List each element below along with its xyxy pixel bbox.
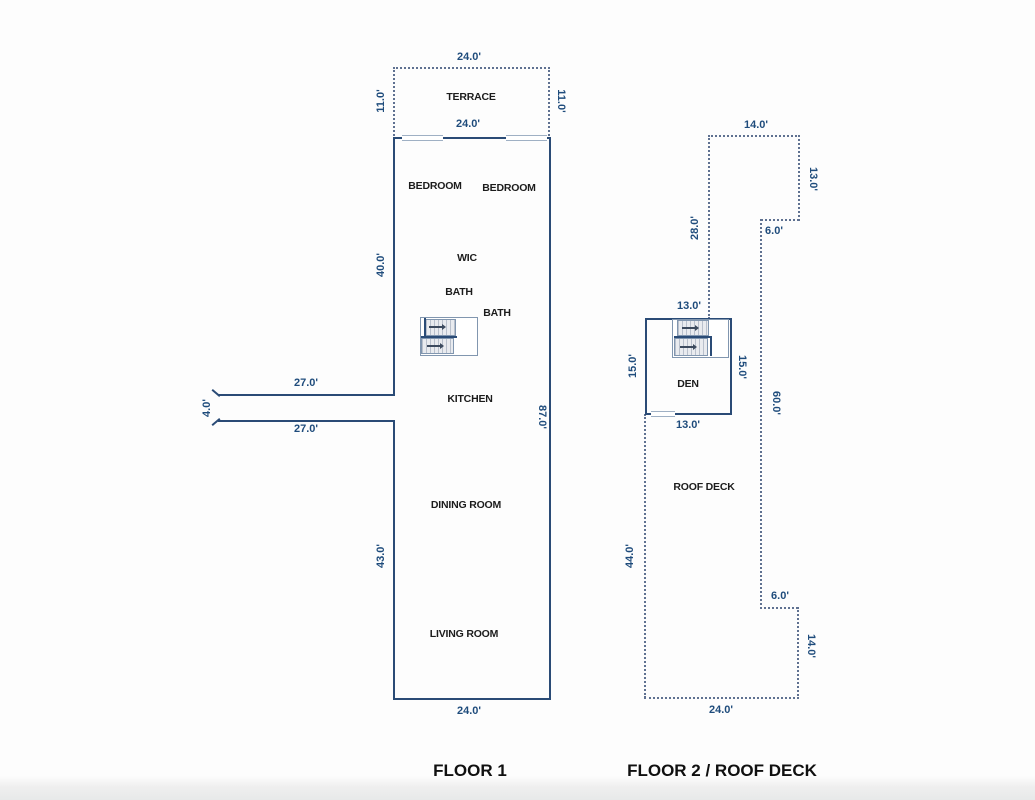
footer-shadow-band <box>0 776 1035 800</box>
floor2-title: FLOOR 2 / ROOF DECK <box>627 761 817 780</box>
stairs-treads-upper <box>425 319 456 336</box>
stairs-direction-arrow <box>427 343 444 348</box>
floor2-dimension-44-0-11: 44.0' <box>624 543 636 569</box>
floor1-dimension-24-0-0: 24.0' <box>456 51 482 63</box>
floor2-dimension-15-0-6: 15.0' <box>736 354 748 380</box>
floor1-outline <box>393 137 551 700</box>
corridor-wall-bottom <box>218 420 395 422</box>
floor2-dimension-24-0-14: 24.0' <box>708 704 734 716</box>
floor2-dimension-14-0-0: 14.0' <box>743 119 769 131</box>
floor1-dimension-43-0-17: 43.0' <box>375 543 387 569</box>
floor1-dimension-24-0-19: 24.0' <box>456 705 482 717</box>
roofdeck-edge-step-upper <box>761 219 799 221</box>
stairs-direction-arrow <box>680 344 697 349</box>
floor2-dimension-13-0-4: 13.0' <box>676 300 702 312</box>
roofdeck-edge-left-upper <box>708 135 710 319</box>
floor2-dimension-60-0-9: 60.0' <box>770 390 782 416</box>
corridor-wall-top <box>218 394 395 396</box>
floor2-room-label-roof-deck-10: ROOF DECK <box>673 481 735 493</box>
floor2-dimension-13-0-8: 13.0' <box>675 419 701 431</box>
roofdeck-edge-step-lower <box>760 607 798 609</box>
floor1-room-label-terrace-3: TERRACE <box>446 91 496 103</box>
roofdeck-edge-top <box>708 135 800 137</box>
floor2-dimension-13-0-1: 13.0' <box>807 166 819 192</box>
roofdeck-edge-right-upper <box>798 135 800 221</box>
floor1-room-label-bedroom-5: BEDROOM <box>408 180 462 192</box>
floor1-dimension-11-0-2: 11.0' <box>555 89 567 113</box>
den-stairs-divider <box>710 338 712 356</box>
floor1-dimension-87-0-15: 87.0' <box>536 404 548 430</box>
floor1-room-label-kitchen-14: KITCHEN <box>447 393 493 405</box>
corridor-opening <box>391 396 397 420</box>
floor1-room-label-bath-10: BATH <box>483 307 511 319</box>
stairs-direction-arrow <box>429 324 446 329</box>
floor1-dimension-27-0-13: 27.0' <box>293 423 319 435</box>
floor2-dimension-14-0-13: 14.0' <box>805 633 817 659</box>
floor1-room-label-bath-9: BATH <box>445 286 473 298</box>
floor1-room-label-wic-8: WIC <box>457 252 477 264</box>
floor1-dimension-24-0-4: 24.0' <box>455 118 481 130</box>
roofdeck-edge-right-middle <box>760 219 762 609</box>
floor1-room-label-living-room-18: LIVING ROOM <box>429 628 499 640</box>
floor2-dimension-15-0-5: 15.0' <box>627 353 639 379</box>
floor1-dimension-11-0-1: 11.0' <box>375 89 387 113</box>
den-stairs-divider <box>674 336 712 338</box>
stairs-divider <box>424 318 426 337</box>
stairs-divider <box>421 336 457 338</box>
roofdeck-edge-bottom <box>644 697 799 699</box>
window-mark <box>402 135 443 141</box>
dimension-tick <box>211 389 221 397</box>
floor1-room-label-bedroom-6: BEDROOM <box>482 182 536 194</box>
floor1-dimension-27-0-11: 27.0' <box>293 377 319 389</box>
floor1-room-label-dining-room-16: DINING ROOM <box>430 499 502 511</box>
stairs-direction-arrow <box>682 325 699 330</box>
floor1-title: FLOOR 1 <box>433 761 507 780</box>
roofdeck-edge-right-lower <box>797 607 799 699</box>
floor2-dimension-6-0-3: 6.0' <box>765 225 783 237</box>
floor1-dimension-4-0-12: 4.0' <box>201 399 213 417</box>
roofdeck-edge-left-lower <box>644 414 646 698</box>
floor2-dimension-6-0-12: 6.0' <box>771 590 789 602</box>
floor2-room-label-den-7: DEN <box>677 378 699 390</box>
window-mark <box>506 135 547 141</box>
floor1-dimension-40-0-7: 40.0' <box>375 252 387 278</box>
dimension-tick <box>211 418 221 426</box>
floor2-dimension-28-0-2: 28.0' <box>689 215 701 241</box>
window-mark <box>651 411 675 417</box>
